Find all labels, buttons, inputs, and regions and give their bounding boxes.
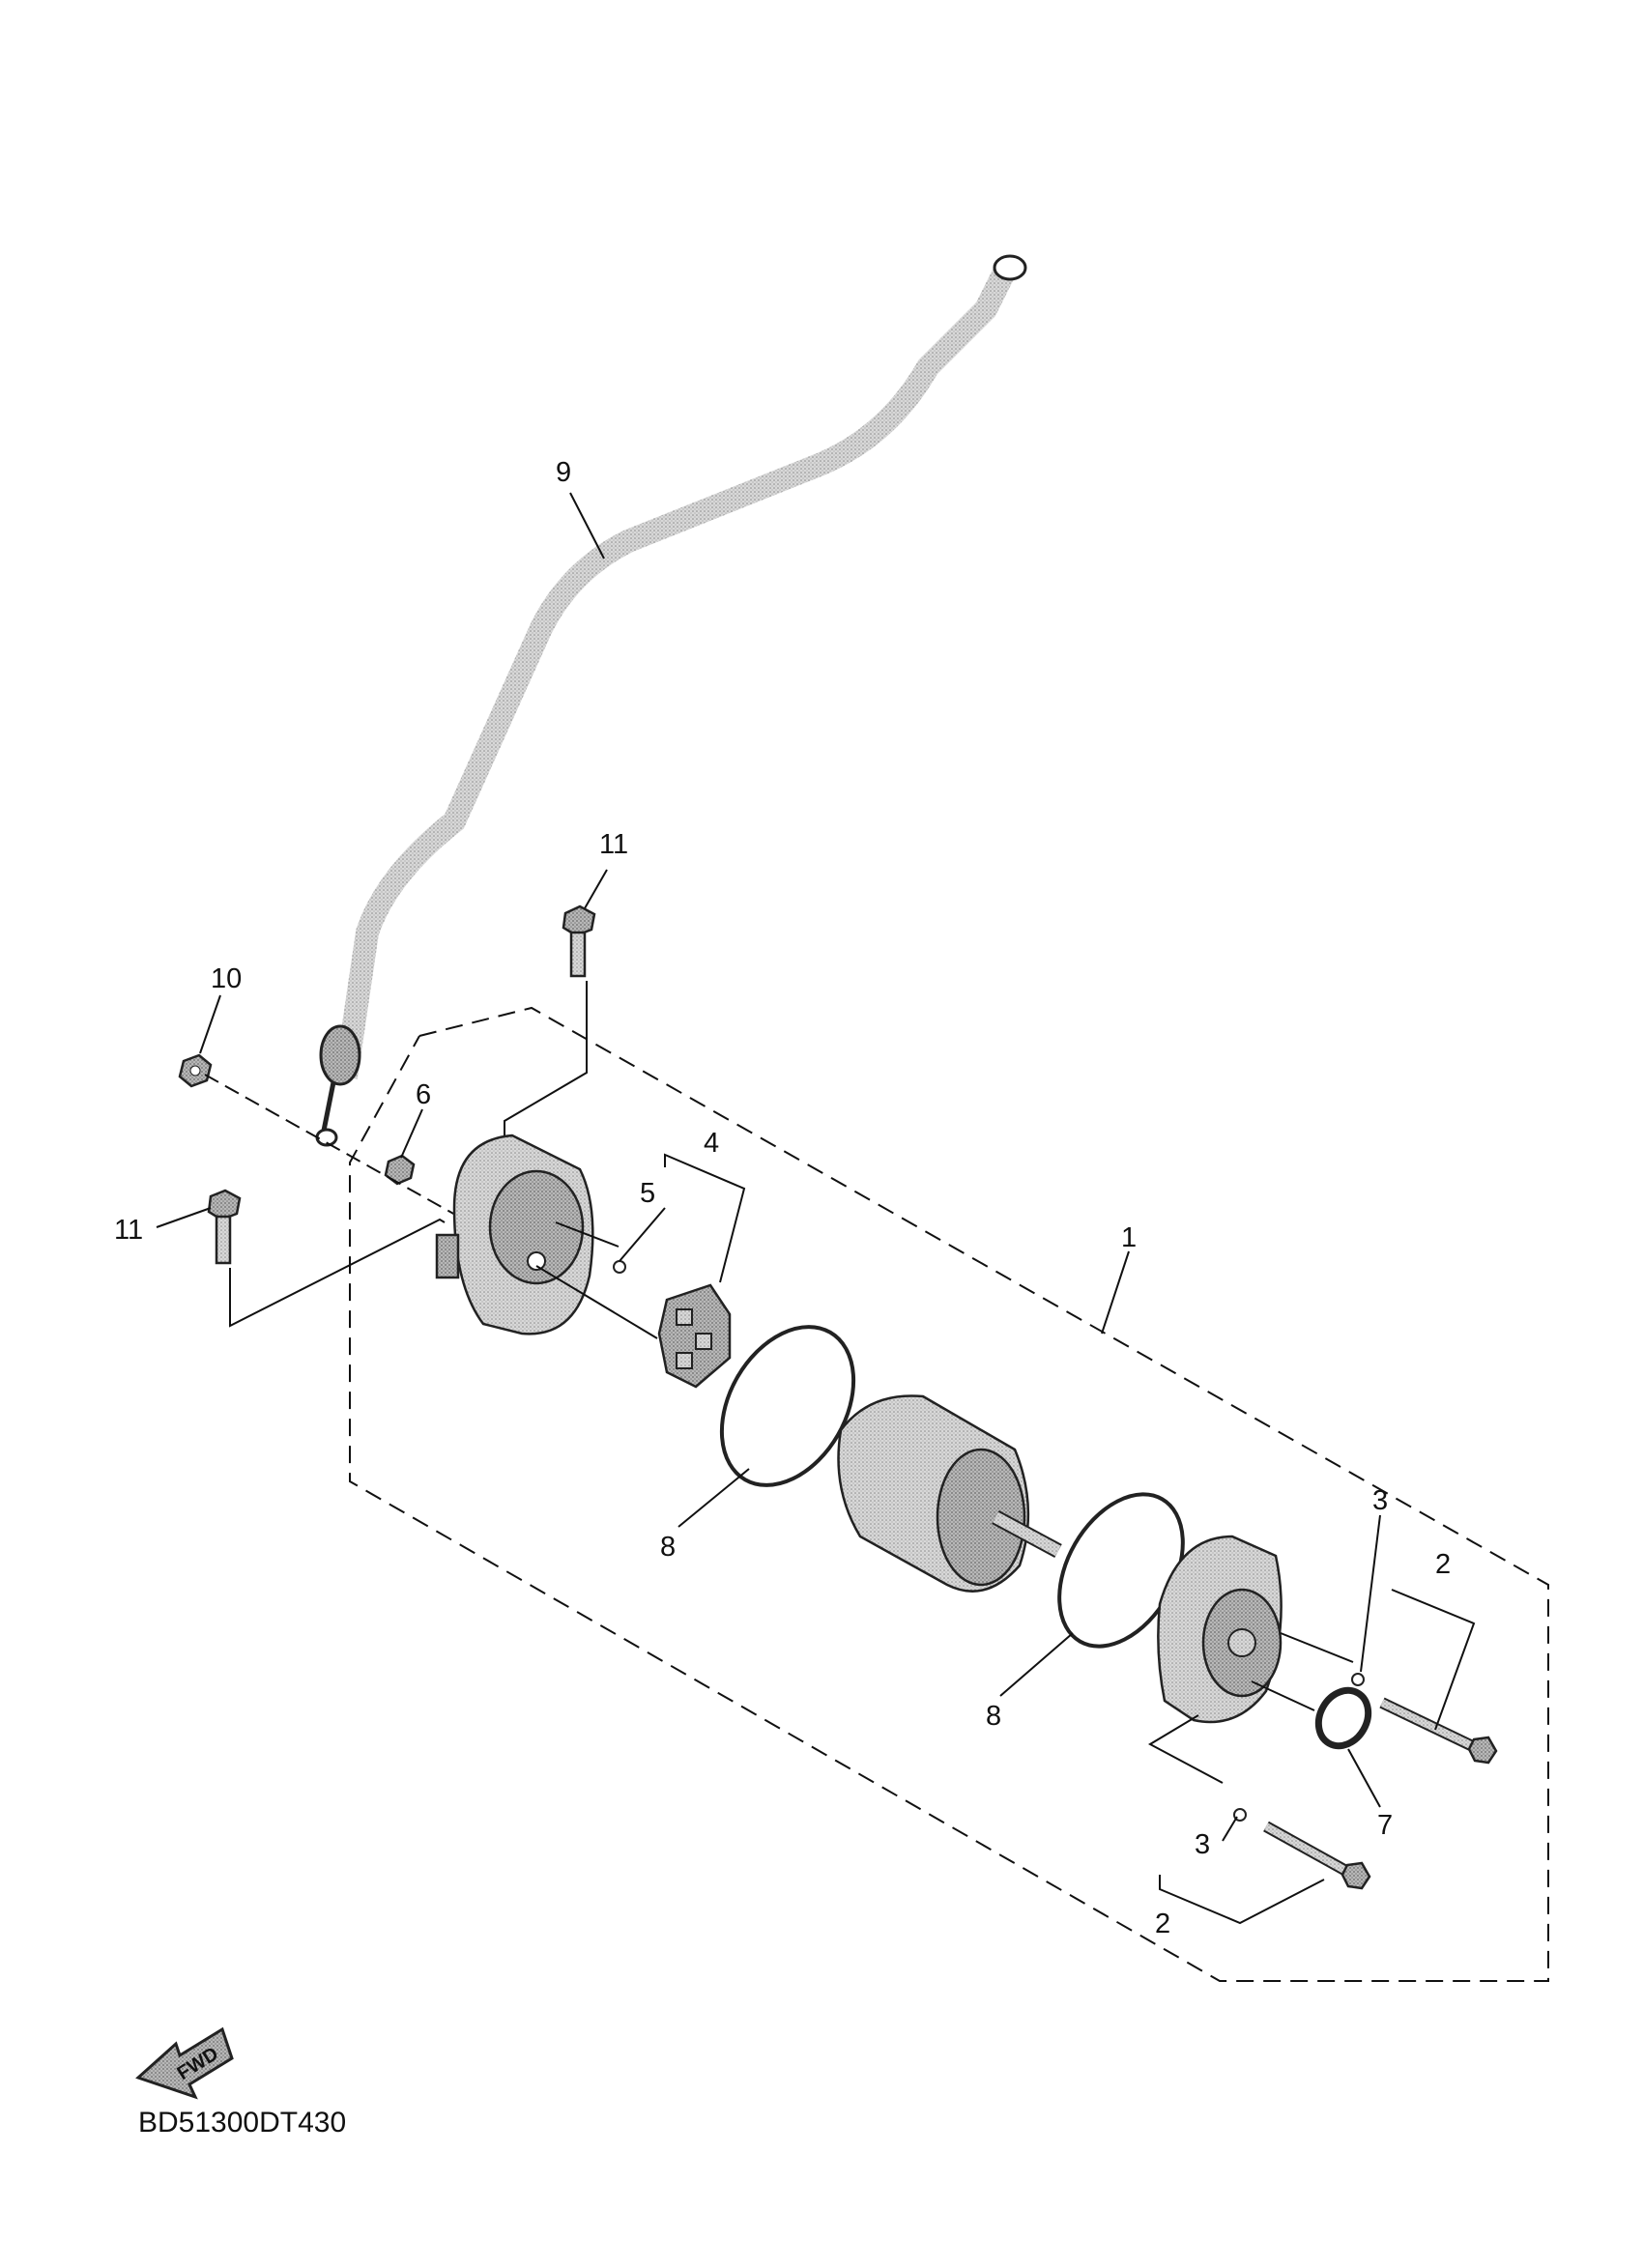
bolt-11-left [207,1189,242,1265]
bracket-2-lower [1159,1875,1325,1925]
callout-11a: 11 [599,829,628,860]
leader-7 [1347,1748,1381,1808]
callout-7: 7 [1377,1810,1393,1841]
leader-11-top [584,869,608,909]
front-cover-dash-1 [1280,1632,1354,1663]
cover-dash-1 [555,1221,620,1248]
washer-7 [1314,1686,1372,1750]
starter-yoke [837,1394,1062,1593]
starter-front-cover [1157,1535,1283,1724]
leader-10 [199,994,221,1054]
bracket-2-upper [1391,1589,1476,1731]
fwd-arrow-icon: FWD [135,2026,234,2100]
leader-8-lower [999,1632,1074,1697]
o-ring-3-upper [1351,1673,1365,1686]
callout-9: 9 [556,457,571,488]
callout-3a: 3 [1372,1485,1388,1516]
brush-holder-4 [657,1283,732,1389]
callout-8b: 8 [986,1701,1001,1732]
o-ring-5 [613,1260,626,1274]
leader-11-left [156,1207,212,1228]
nut-6 [384,1154,416,1186]
callout-10: 10 [211,963,242,994]
callout-3b: 3 [1195,1829,1210,1860]
bolt-11-left-leader [229,1218,446,1328]
callout-4: 4 [704,1128,719,1159]
callout-8a: 8 [660,1532,676,1563]
starter-rear-cover [435,1134,594,1335]
leader-3-lower [1222,1816,1238,1842]
through-bolt-2-lower [1263,1821,1371,1890]
leader-6 [400,1108,423,1159]
callout-2a: 2 [1435,1549,1451,1580]
leader-3-upper [1360,1514,1381,1673]
callout-6: 6 [416,1079,431,1110]
bolt-11-top [562,904,596,978]
front-cover-dash-3 [1147,1714,1224,1784]
callout-11b: 11 [114,1215,143,1246]
bracket-4-5 [664,1153,746,1283]
callout-1: 1 [1121,1222,1137,1253]
leader-9 [569,492,605,560]
callout-5: 5 [640,1178,655,1209]
front-cover-dash-2 [1251,1680,1315,1711]
diagram-code: BD51300DT430 [138,2107,346,2139]
axis-line-nut [204,1074,465,1220]
nut-10 [178,1053,213,1088]
leader-1 [1101,1250,1130,1335]
through-bolt-2-upper [1379,1697,1498,1765]
assembly-boundary [349,1006,1549,1982]
leader-8-upper [677,1468,750,1528]
cover-dash-2 [535,1265,658,1339]
o-ring-8-upper [719,1325,856,1487]
starter-cable [315,254,1027,1147]
leader-5 [619,1207,666,1262]
bolt-11-top-leader [504,981,588,1150]
callout-2b: 2 [1155,1909,1170,1939]
